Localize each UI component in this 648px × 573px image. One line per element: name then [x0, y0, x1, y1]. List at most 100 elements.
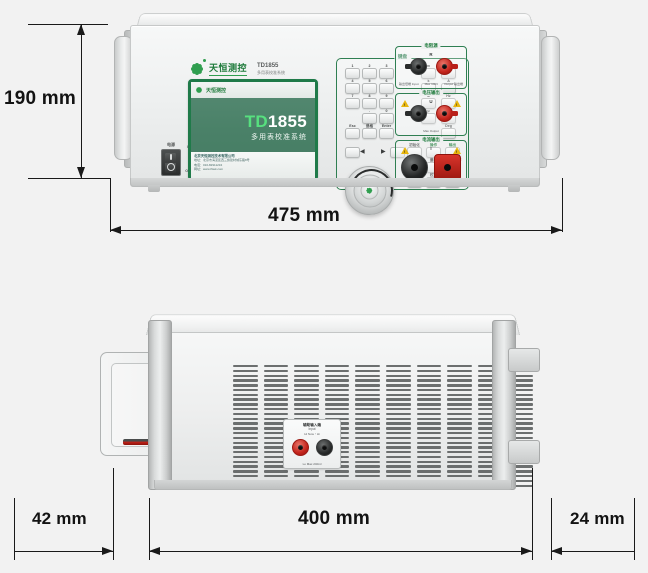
vent-slot [447, 451, 472, 454]
key-label: 输出 [448, 143, 457, 147]
vent-slot [447, 465, 472, 468]
lcd-model-number: 1855 [267, 111, 307, 131]
vent-slot [263, 446, 289, 449]
vent-slot [294, 365, 319, 368]
vent-slot [477, 465, 503, 468]
vent-slot [324, 417, 350, 420]
vent-slot [324, 379, 350, 382]
rear-binding-post-red[interactable] [291, 439, 309, 456]
vent-slot [233, 369, 258, 373]
binding-post-black[interactable] [404, 58, 427, 75]
terminal-block-voltage: 电压输出 U Max Output [395, 89, 467, 136]
vent-slot [233, 436, 258, 440]
vent-slot [447, 408, 472, 411]
key-enter[interactable]: Enter [379, 124, 394, 139]
power-rocker-switch[interactable] [161, 149, 181, 176]
key-deg[interactable]: Deg [441, 124, 456, 139]
front-foot-left [148, 185, 160, 192]
vent-slot [355, 408, 380, 411]
vent-slot [508, 403, 533, 406]
vent-slot [233, 403, 258, 406]
vent-slot [355, 422, 380, 425]
terminal-title: 电阻源 [421, 42, 441, 49]
lcd-logo-icon [195, 86, 203, 94]
vent-slot [386, 451, 411, 454]
key-label: Hz [446, 94, 451, 98]
binding-post-red[interactable] [435, 58, 458, 75]
terminal-title: 电流输出 [419, 136, 443, 143]
vent-slot [416, 379, 442, 382]
vent-slot [508, 431, 533, 435]
key-label: 3 [385, 64, 388, 68]
key-num-2[interactable]: 2 [362, 64, 377, 79]
rotary-knob[interactable] [342, 161, 401, 220]
rear-binding-post-black[interactable] [315, 439, 333, 456]
key-num-8[interactable]: 8 [362, 94, 377, 109]
vent-slot [355, 470, 380, 473]
vent-slot [416, 455, 442, 459]
vent-slot [508, 470, 533, 473]
key-decimal-point[interactable]: . [362, 109, 377, 124]
lcd-footer-line-1: 地址：北京市海淀区西三旗建材城东路8号 [194, 158, 250, 163]
ext-line-depth-far-left [14, 498, 15, 560]
vent-slot [324, 365, 350, 368]
vent-slot [386, 446, 411, 449]
vent-slot [447, 470, 472, 473]
vent-slot [263, 451, 289, 454]
key-num-4[interactable]: 4 [345, 79, 360, 94]
lcd-display[interactable]: 天恒测控 TD1855 多用表校准系统 北京天恒测控技术有限公司 地址：北京市海… [188, 79, 318, 181]
vent-slot [416, 365, 442, 368]
key-label: 6 [385, 79, 388, 83]
key-num-3[interactable]: 3 [379, 64, 394, 79]
vent-slot [386, 455, 411, 459]
vent-slot [508, 417, 533, 420]
rear-panel-face: 辅助输入端 Input Hi Now・Hi Lo Max 240ml [154, 332, 533, 487]
binding-post-red[interactable] [435, 105, 458, 122]
terminal-foot-center: Max Output [423, 128, 439, 133]
key-unit-mega[interactable]: M [421, 94, 436, 109]
vent-slot [324, 384, 350, 387]
terminal-footnotes: Max Output [396, 128, 466, 134]
vent-slot [233, 422, 258, 425]
key-num-1[interactable]: 1 [345, 64, 360, 79]
dimension-line-width [110, 230, 562, 231]
key-label: 8 [368, 94, 371, 98]
vent-slot [477, 431, 503, 435]
vent-slot [233, 431, 258, 435]
binding-post-black[interactable] [404, 105, 427, 122]
vent-slot [294, 374, 319, 377]
vent-slot [477, 369, 503, 373]
key-fn-operate[interactable]: 操作 [426, 143, 441, 158]
vent-slot [263, 388, 289, 392]
vent-slot [508, 374, 533, 377]
key-esc[interactable]: Esc [345, 124, 360, 139]
rear-base-trim [154, 480, 512, 490]
key-zero[interactable]: 0 [379, 109, 394, 124]
power-switch-assembly[interactable]: 电源 I O [158, 142, 188, 176]
key-num-6[interactable]: 6 [379, 79, 394, 94]
vent-slot [294, 474, 319, 478]
post-hole [297, 445, 303, 450]
vent-slot [477, 441, 503, 444]
key-backspace[interactable]: 退格 [362, 124, 377, 139]
key-label: μ [427, 109, 430, 113]
binding-post-black-large[interactable] [401, 154, 428, 181]
key-num-7[interactable]: 7 [345, 94, 360, 109]
post-tab [404, 63, 412, 69]
key-num-9[interactable]: 9 [379, 94, 394, 109]
vent-slot [477, 455, 503, 459]
vent-slot [386, 474, 411, 478]
vent-slot [386, 460, 411, 464]
vent-slot [324, 474, 350, 478]
terminal-posts [396, 154, 466, 181]
vent-slot [447, 460, 472, 464]
vent-slot [416, 417, 442, 420]
vent-slot [263, 384, 289, 387]
binding-post-red-large[interactable] [434, 154, 461, 181]
key-num-5[interactable]: 5 [362, 79, 377, 94]
dimension-label-rear-depth: 24 mm [570, 509, 625, 528]
vent-slot [324, 412, 350, 416]
key-nav-left[interactable] [345, 147, 360, 158]
vent-slot [386, 388, 411, 392]
